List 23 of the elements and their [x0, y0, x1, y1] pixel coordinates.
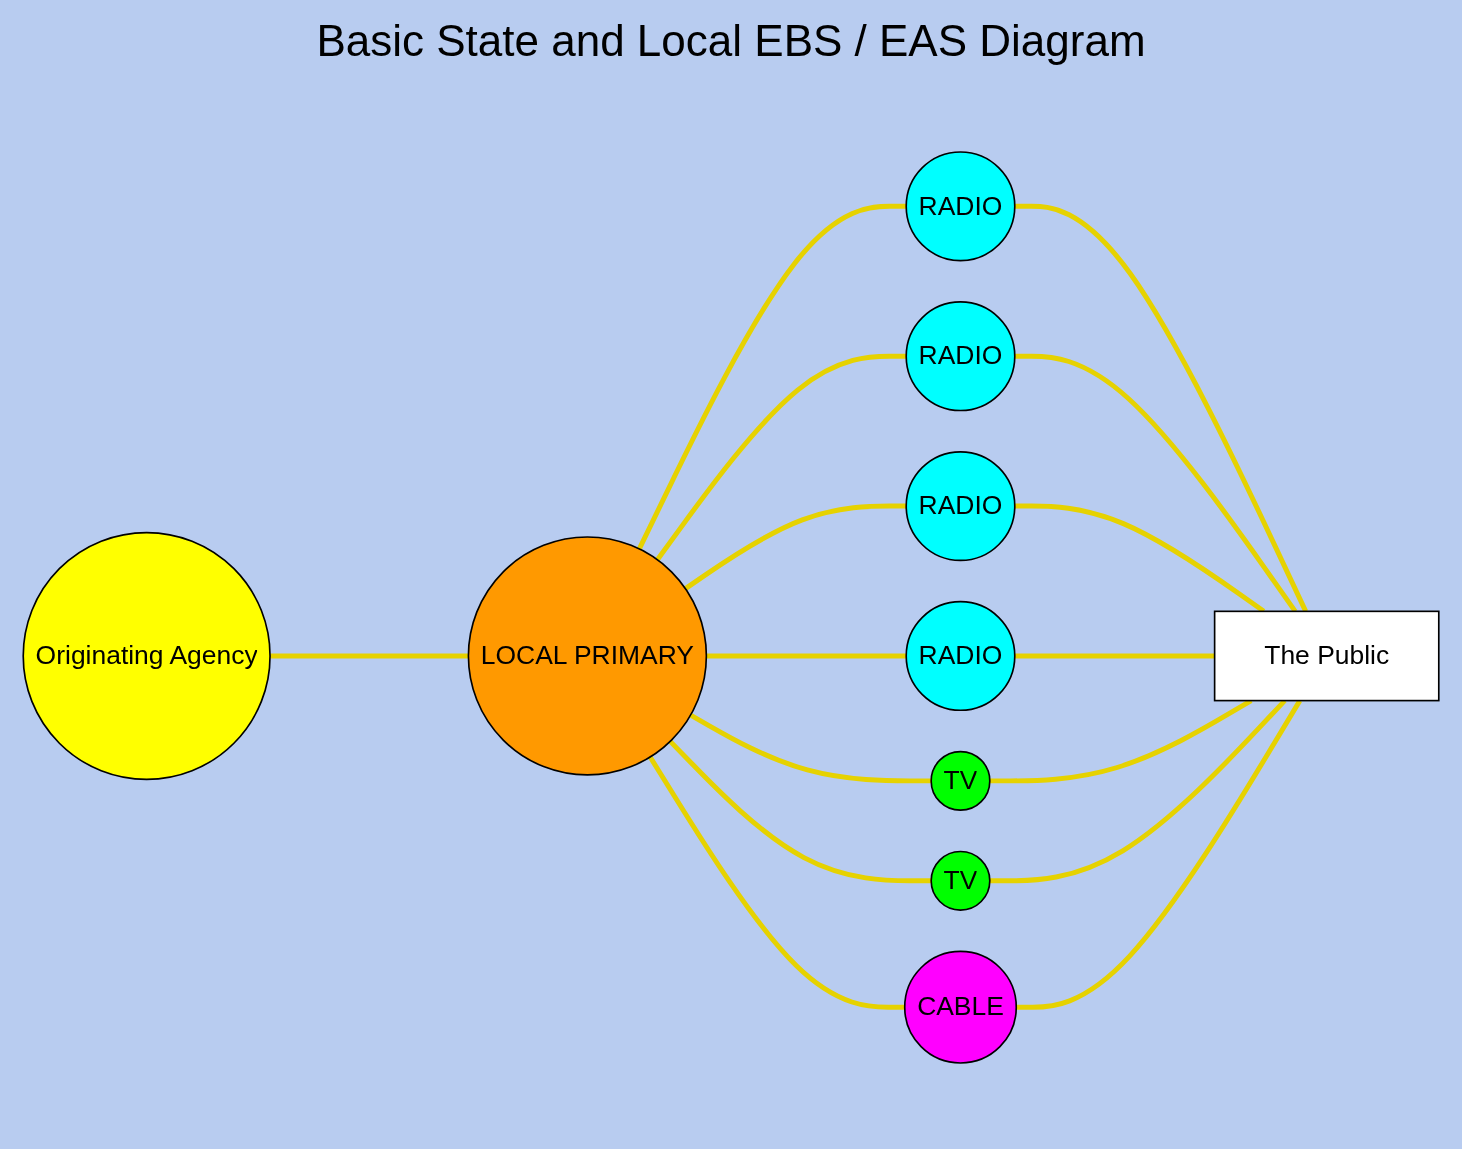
connector	[637, 203, 907, 550]
connector	[1016, 699, 1302, 1010]
connector	[648, 755, 905, 1010]
connector	[1014, 653, 1215, 659]
node-circle: RADIO	[905, 600, 1016, 712]
connector	[1014, 353, 1298, 613]
connector	[684, 503, 907, 591]
connector	[1014, 203, 1308, 613]
diagram-title: Basic State and Local EBS / EAS Diagram	[316, 16, 1146, 66]
node-circle: CABLE	[903, 950, 1018, 1064]
connector	[655, 353, 907, 562]
node-circle: RADIO	[905, 450, 1016, 562]
node-circle: Originating Agency	[22, 531, 271, 781]
connector	[668, 739, 932, 884]
node-box: The Public	[1213, 610, 1440, 702]
connector	[706, 653, 907, 659]
connector	[270, 653, 469, 659]
connector	[689, 712, 932, 784]
node-circle: LOCAL PRIMARY	[467, 536, 708, 776]
node-circle: RADIO	[905, 151, 1016, 262]
node-circle: TV	[930, 750, 991, 811]
node-circle: RADIO	[905, 301, 1016, 412]
node-circle: TV	[930, 850, 991, 911]
